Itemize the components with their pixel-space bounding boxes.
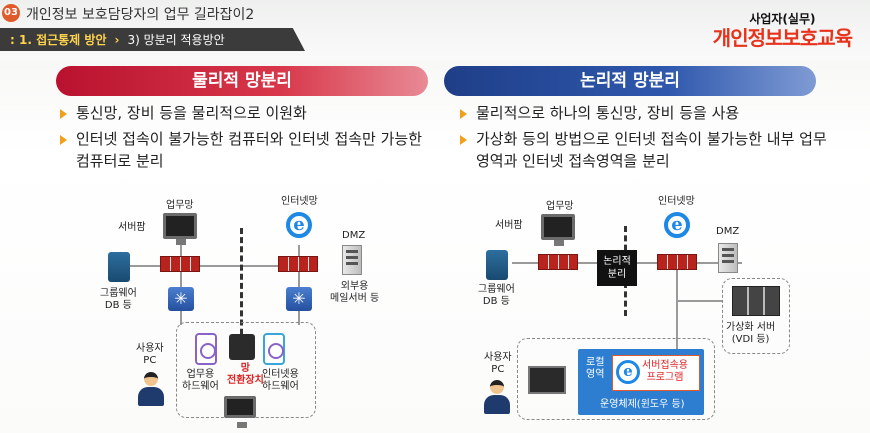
dmz-label: DMZ bbox=[342, 230, 366, 241]
server-icon bbox=[108, 252, 130, 282]
network-switch-icon: ✳ bbox=[286, 287, 312, 311]
internet-explorer-icon: e bbox=[286, 212, 312, 238]
firewall-icon bbox=[657, 254, 697, 270]
server-farm-label: 서버팜 bbox=[495, 220, 523, 231]
business-hdd-label: 업무용 하드웨어 bbox=[182, 369, 219, 392]
network-switch-label: 망 전환장치 bbox=[227, 363, 264, 386]
server-app-label: 서버접속용 프로그램 bbox=[642, 360, 688, 383]
connector-line bbox=[676, 300, 722, 302]
hard-disk-icon bbox=[263, 333, 285, 365]
user-pc-group bbox=[517, 338, 715, 420]
user-icon bbox=[136, 372, 166, 406]
business-net-label: 업무망 bbox=[546, 201, 574, 212]
connector-line bbox=[180, 245, 182, 325]
physical-bullets: 통신망, 장비 등을 물리적으로 이원화 인터넷 접속이 불가능한 컴퓨터와 인… bbox=[56, 102, 436, 176]
logo-subtitle: 사업자(실무) bbox=[749, 12, 816, 26]
bullet-item: 인터넷 접속이 불가능한 컴퓨터와 인터넷 접속만 가능한 컴퓨터로 분리 bbox=[56, 128, 436, 172]
business-net-label: 업무망 bbox=[166, 200, 194, 211]
hard-disk-icon bbox=[195, 333, 217, 365]
breadcrumb: : 1. 접근통제 방안 › 3) 망분리 적용방안 bbox=[0, 28, 305, 51]
firewall-icon bbox=[160, 256, 200, 272]
separation-divider bbox=[240, 228, 243, 353]
connector-line bbox=[110, 265, 310, 267]
logical-separation-box: 논리적 분리 bbox=[597, 250, 637, 286]
internet-explorer-icon: e bbox=[616, 360, 640, 384]
dmz-label: DMZ bbox=[716, 226, 740, 237]
internet-hdd-label: 인터넷용 하드웨어 bbox=[262, 369, 299, 392]
internet-net-label: 인터넷망 bbox=[658, 196, 695, 207]
monitor-icon bbox=[224, 396, 256, 428]
server-icon bbox=[486, 250, 508, 280]
internet-explorer-icon: e bbox=[664, 212, 690, 238]
os-label: 운영체제(윈도우 등) bbox=[600, 399, 685, 410]
network-switcher-icon bbox=[229, 334, 255, 360]
virtual-server-label: 가상화 서버 (VDI 등) bbox=[726, 322, 776, 345]
external-server-label: 외부용 메일서버 등 bbox=[330, 281, 380, 304]
logo: 사업자(실무) 개인정보보호교육 bbox=[712, 10, 853, 50]
logical-separation-banner: 논리적 망분리 bbox=[444, 66, 816, 96]
chapter-number-badge: 03 bbox=[2, 4, 20, 22]
bullet-item: 가상화 등의 방법으로 인터넷 접속이 불가능한 내부 업무영역과 인터넷 접속… bbox=[456, 128, 836, 172]
local-area-label: 로컬 영역 bbox=[586, 357, 605, 380]
groupware-label: 그룹웨어 DB 등 bbox=[100, 288, 137, 311]
monitor-icon bbox=[541, 214, 575, 246]
server-tower-icon bbox=[718, 243, 738, 273]
connector-line bbox=[676, 262, 678, 352]
firewall-icon bbox=[538, 254, 578, 270]
breadcrumb-sub: 3) 망분리 적용방안 bbox=[127, 33, 225, 47]
user-icon bbox=[482, 380, 512, 414]
course-title: 개인정보 보호담당자의 업무 길라잡이2 bbox=[26, 7, 255, 23]
virtual-server-group bbox=[722, 278, 790, 354]
server-rack-icon bbox=[732, 286, 780, 316]
connector-line bbox=[298, 245, 300, 325]
firewall-icon bbox=[278, 256, 318, 272]
chevron-right-icon: › bbox=[114, 32, 120, 47]
breadcrumb-main: : 1. 접근통제 방안 bbox=[10, 33, 107, 47]
logo-title: 개인정보보호교육 bbox=[712, 26, 853, 50]
server-farm-label: 서버팜 bbox=[118, 222, 146, 233]
logical-bullets: 물리적으로 하나의 통신망, 장비 등을 사용 가상화 등의 방법으로 인터넷 … bbox=[456, 102, 836, 176]
user-pc-label: 사용자 PC bbox=[136, 343, 164, 366]
monitor-icon bbox=[163, 213, 197, 245]
internet-net-label: 인터넷망 bbox=[281, 196, 318, 207]
bullet-item: 물리적으로 하나의 통신망, 장비 등을 사용 bbox=[456, 102, 836, 124]
network-switch-icon: ✳ bbox=[168, 287, 194, 311]
server-tower-icon bbox=[342, 245, 362, 275]
user-pc-label: 사용자 PC bbox=[484, 352, 512, 375]
bullet-item: 통신망, 장비 등을 물리적으로 이원화 bbox=[56, 102, 436, 124]
groupware-label: 그룹웨어 DB 등 bbox=[478, 284, 515, 307]
desktop-pc-icon bbox=[528, 366, 566, 394]
physical-separation-banner: 물리적 망분리 bbox=[56, 66, 428, 96]
